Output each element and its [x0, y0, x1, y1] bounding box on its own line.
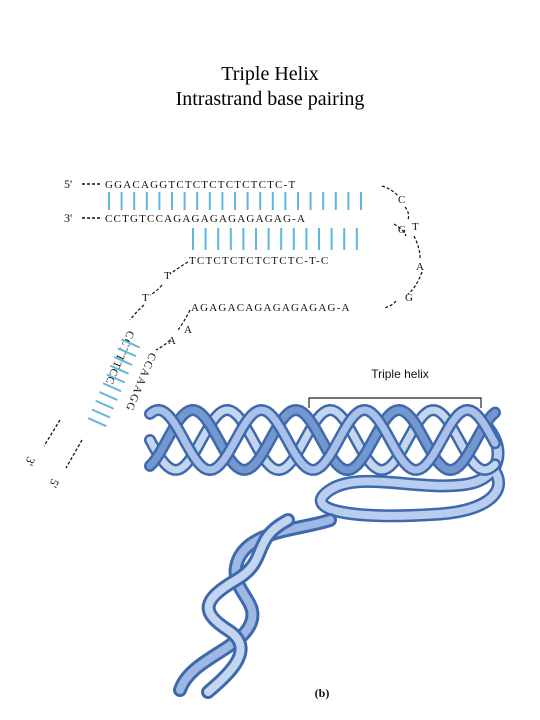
- tail-inner-sequence: CCAAAGG: [123, 351, 159, 413]
- loop-base-1: C: [398, 194, 407, 206]
- lower-duplex-strand-2: [204, 516, 292, 696]
- panel-label: (b): [315, 686, 330, 700]
- upper-link-dashes: [129, 261, 189, 321]
- base-pair-lines-hoogsteen: [192, 228, 358, 250]
- tail-pair-line: [113, 356, 133, 366]
- triple-helix-bracket: [308, 397, 482, 408]
- tail-pair-line: [87, 417, 107, 428]
- triple-helix-label: Triple helix: [371, 367, 429, 381]
- lower-link-base-1: A: [184, 324, 193, 336]
- diagram-title: Triple Helix Intrastrand base pairing: [0, 62, 540, 112]
- tail-outer-end-label: 3': [22, 455, 38, 468]
- base-pair-lines-tail: [87, 338, 141, 428]
- ribbon-illustration: Triple helix (b): [144, 367, 505, 700]
- helix-strands: [144, 403, 501, 477]
- tail-pair-line: [95, 399, 115, 410]
- tail-pair-line: [110, 364, 129, 375]
- lower-link-base-2: A: [168, 335, 177, 347]
- tail-inner-end-dash: [65, 439, 83, 469]
- strand1-end-label: 5': [64, 177, 72, 191]
- strand4-sequence: AGAGACAGAGAGAGAG-A: [191, 302, 351, 314]
- helix-strand: [146, 406, 499, 474]
- ribbon-loop: [317, 424, 503, 520]
- tail-outer-end-dash: [43, 419, 61, 447]
- tail-outer-strand: CCTTTCC: [103, 329, 137, 387]
- tail-inner-end-label: 5': [46, 477, 62, 490]
- strand2-sequence: CCTGTCCAGAGAGAGAGAGAG-A: [105, 213, 306, 225]
- tail-inner-strand: CCAAAGG: [123, 351, 159, 413]
- tail-pair-line: [106, 373, 126, 384]
- upper-link-base-1: T: [164, 270, 172, 282]
- base-pair-lines-upper: [108, 192, 362, 210]
- loop-base-5: G: [405, 292, 414, 304]
- tail-outer-sequence: CCTTTCC: [103, 329, 137, 387]
- loop-base-3: G: [398, 224, 407, 236]
- upper-link-base-2: T: [142, 292, 150, 304]
- strand1-sequence: GGACAGGTCTCTCTCTCTCTC-T: [105, 179, 296, 191]
- strand2-end-label: 3': [64, 211, 72, 225]
- helix-strand: [146, 406, 499, 474]
- tail-pair-line: [117, 347, 137, 358]
- tail-pair-line: [98, 391, 118, 401]
- lower-link-dashes: [155, 309, 191, 351]
- title-line-2: Intrastrand base pairing: [175, 88, 365, 110]
- loop-dashes: [381, 185, 423, 309]
- tail-pair-line: [121, 338, 141, 349]
- loop-base-4: A: [416, 261, 425, 273]
- tail-pair-line: [102, 382, 122, 393]
- title-line-1: Triple Helix: [221, 63, 319, 85]
- loop-base-2: T: [412, 221, 420, 233]
- tail-pair-line: [91, 408, 111, 419]
- strand3-sequence: TCTCTCTCTCTCTC-T-C: [189, 255, 329, 267]
